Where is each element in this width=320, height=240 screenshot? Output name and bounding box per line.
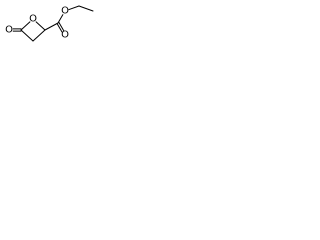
- atom-labels-layer: O O O O: [5, 6, 69, 41]
- bond-c2-c6: [44, 22, 59, 31]
- bond-c6-o8: [57, 14, 64, 24]
- bond-o8-c9: [68, 5, 80, 11]
- bond-o1-c2: [35, 21, 46, 31]
- atom-label-o1: O: [29, 14, 37, 25]
- bond-c6-o7-a: [56, 23, 63, 33]
- atom-label-o5: O: [5, 25, 13, 36]
- bond-c2-c3: [32, 29, 46, 42]
- bond-c3-c4: [20, 29, 34, 42]
- bond-c9-c10: [78, 5, 94, 12]
- molecule-structure-diagram: O O O O: [5, 5, 94, 42]
- bonds-layer: [12, 5, 94, 42]
- bond-c6-o7-b: [58, 21, 65, 32]
- bond-c4-o1: [20, 21, 31, 31]
- atom-label-o7: O: [61, 30, 69, 41]
- atom-label-o8: O: [61, 6, 69, 17]
